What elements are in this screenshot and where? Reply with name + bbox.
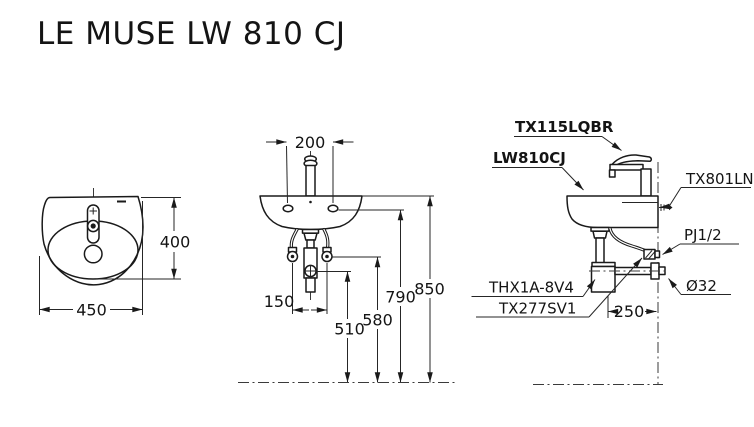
dim-510-text: 510 bbox=[334, 320, 365, 339]
plan-view: 450 400 bbox=[39, 188, 191, 320]
side-view: 250 TX115LQBR LW810CJ TX801LN PJ1/2 THX1… bbox=[471, 118, 754, 385]
label-hanger-text: TX801LN bbox=[685, 170, 754, 188]
label-lavatory: LW810CJ bbox=[492, 149, 584, 191]
dim-width-450: 450 bbox=[39, 201, 143, 320]
dim-height-580: 580 bbox=[362, 257, 393, 383]
dim-200-text: 200 bbox=[295, 133, 326, 152]
dim-150-text: 150 bbox=[264, 292, 295, 311]
label-faucet-text: TX115LQBR bbox=[515, 118, 614, 136]
faucet-lever bbox=[611, 154, 653, 167]
dim-height-790: 790 bbox=[385, 210, 416, 383]
front-supply-hoses bbox=[286, 227, 333, 263]
side-drain-trap bbox=[589, 226, 668, 293]
label-stop-valve: TX277SV1 bbox=[476, 257, 643, 318]
dim-250-text: 250 bbox=[614, 302, 645, 321]
label-faucet: TX115LQBR bbox=[514, 118, 622, 151]
label-hanger: TX801LN bbox=[659, 170, 754, 210]
dim-850-text: 850 bbox=[414, 280, 445, 299]
dim-trap-wall-250: 250 bbox=[607, 296, 657, 321]
label-stop-valve-text: TX277SV1 bbox=[498, 300, 576, 318]
dim-height-850: 850 bbox=[414, 196, 445, 383]
side-supply bbox=[608, 226, 661, 260]
faucet-spout bbox=[609, 163, 644, 171]
dim-height-510: 510 bbox=[334, 271, 365, 383]
label-outlet-diameter-text: Ø32 bbox=[686, 277, 717, 295]
bottle-trap bbox=[590, 265, 616, 293]
faucet-outlet bbox=[608, 169, 616, 178]
dim-580-text: 580 bbox=[362, 311, 393, 330]
label-supply-joint-text: PJ1/2 bbox=[684, 226, 722, 244]
label-supply-joint: PJ1/2 bbox=[662, 226, 739, 255]
front-faucet bbox=[303, 155, 318, 197]
faucet-hole-center bbox=[90, 223, 96, 229]
side-faucet bbox=[608, 154, 653, 197]
faucet-center-dot bbox=[309, 200, 312, 204]
mount-hole-left bbox=[282, 204, 294, 213]
drain-hole bbox=[83, 244, 103, 264]
label-trap-text: THX1A-8V4 bbox=[488, 279, 574, 297]
page-title: LE MUSE LW 810 CJ bbox=[37, 16, 346, 52]
front-drain-assembly bbox=[301, 228, 320, 293]
faucet-body bbox=[640, 168, 652, 197]
side-basin-outline bbox=[566, 195, 659, 229]
label-lavatory-text: LW810CJ bbox=[493, 149, 566, 167]
mount-hole-right bbox=[327, 204, 339, 213]
label-outlet-diameter: Ø32 bbox=[668, 277, 731, 295]
dim-hole-spacing-200: 200 bbox=[266, 133, 354, 204]
dim-400-text: 400 bbox=[160, 233, 191, 252]
dim-790-text: 790 bbox=[385, 288, 416, 307]
dim-450-text: 450 bbox=[76, 301, 107, 320]
front-view: 200 150 510 580 790 bbox=[238, 133, 455, 383]
label-trap: THX1A-8V4 bbox=[471, 279, 596, 297]
dim-depth-400: 400 bbox=[96, 197, 191, 280]
